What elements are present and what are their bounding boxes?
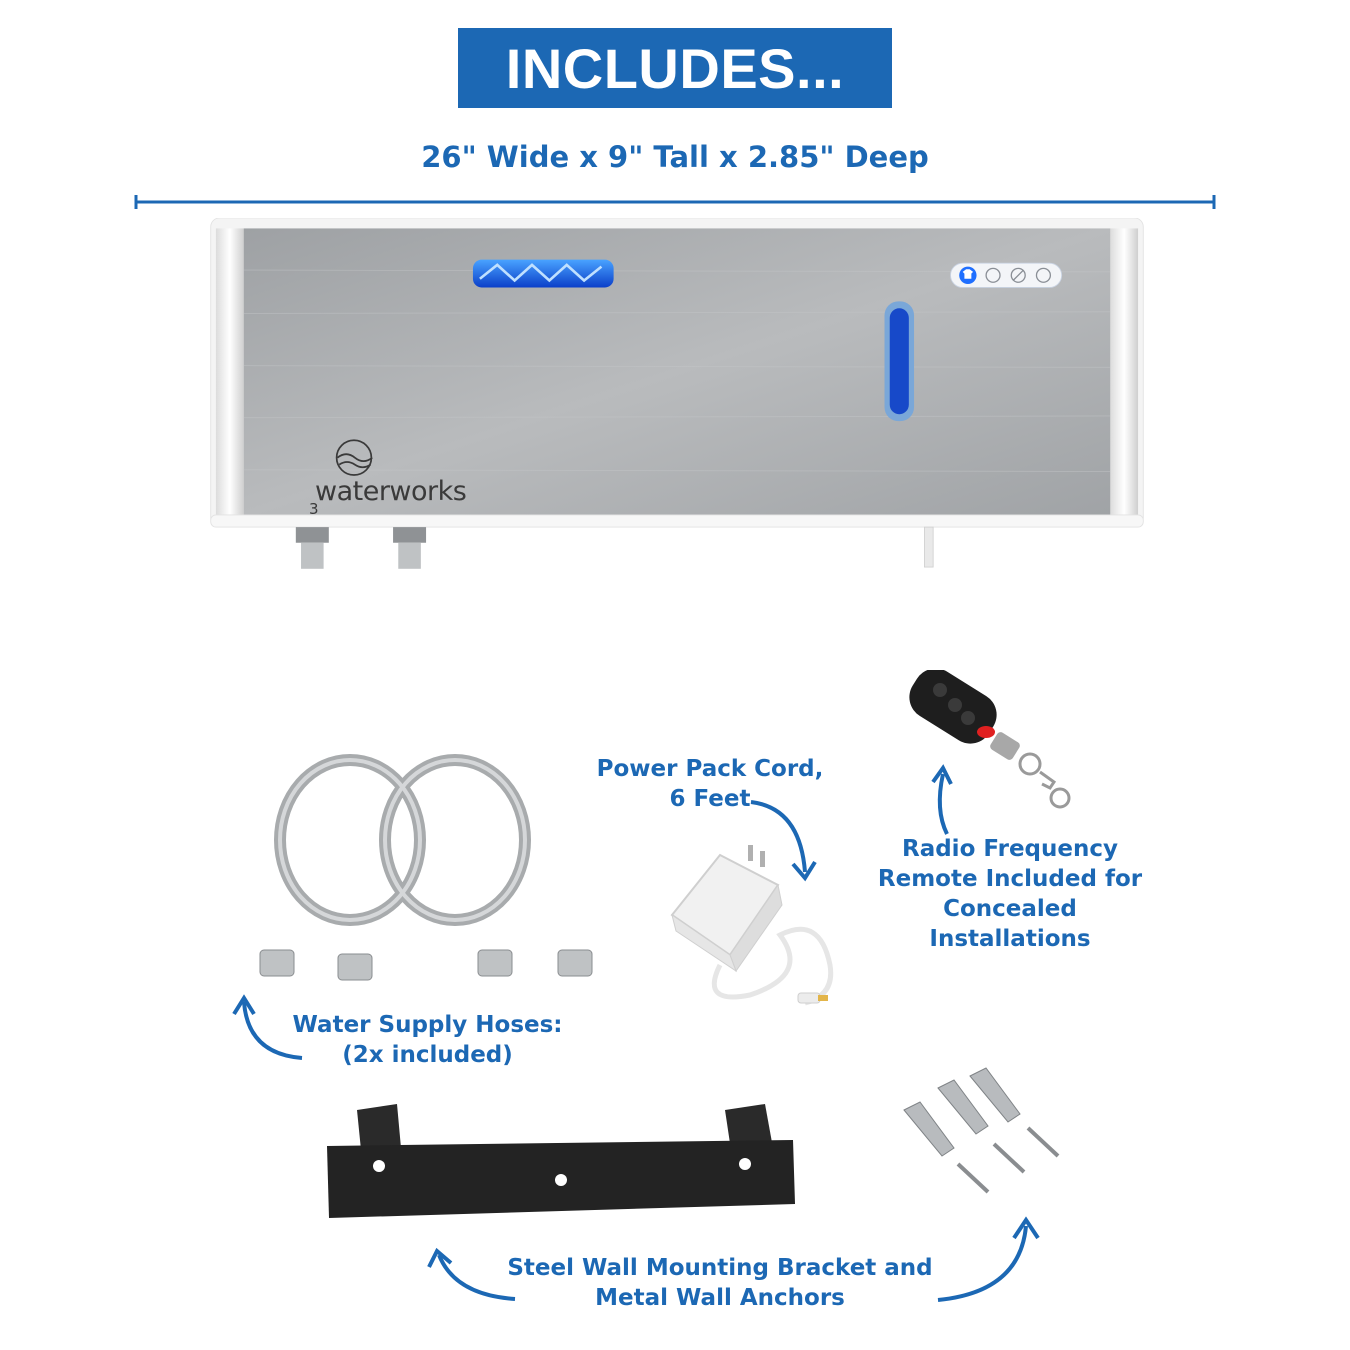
steam-icon (1035, 267, 1052, 283)
power-cord-arrow-icon (750, 800, 817, 882)
control-panel (950, 262, 1063, 288)
remote-caption: Radio Frequency Remote Included for Conc… (877, 836, 1143, 952)
anchors-arrow-icon (937, 1216, 1040, 1302)
water-supply-hoses-image (259, 754, 593, 981)
power-cord-caption: Power Pack Cord, 6 Feet (596, 756, 824, 812)
brand-logo-subscript: 3 (309, 500, 319, 518)
shirt-outline-icon (985, 267, 1001, 283)
width-measure-line (134, 195, 1216, 209)
inlet-fittings (295, 527, 427, 569)
bracket-arrow-icon (427, 1247, 516, 1301)
wall-bracket-image (327, 1104, 795, 1218)
no-ozone-icon (1010, 267, 1026, 283)
brand-logo-text: waterworks (315, 476, 467, 507)
bracket-caption: Steel Wall Mounting Bracket and Metal Wa… (507, 1255, 933, 1311)
power-adapter-image (670, 845, 834, 1006)
hoses-arrow-icon (232, 994, 303, 1060)
banner-title: INCLUDES... (505, 36, 845, 100)
remote-arrow-icon (931, 764, 953, 835)
rf-remote-image (909, 670, 1071, 809)
ozone-unit (210, 218, 1144, 569)
wall-anchors-image (903, 1067, 1060, 1194)
hoses-caption: Water Supply Hoses: (2x included) (292, 1012, 563, 1068)
includes-banner: INCLUDES... (458, 28, 892, 108)
dimensions-label: 26" Wide x 9" Tall x 2.85" Deep (421, 140, 929, 174)
